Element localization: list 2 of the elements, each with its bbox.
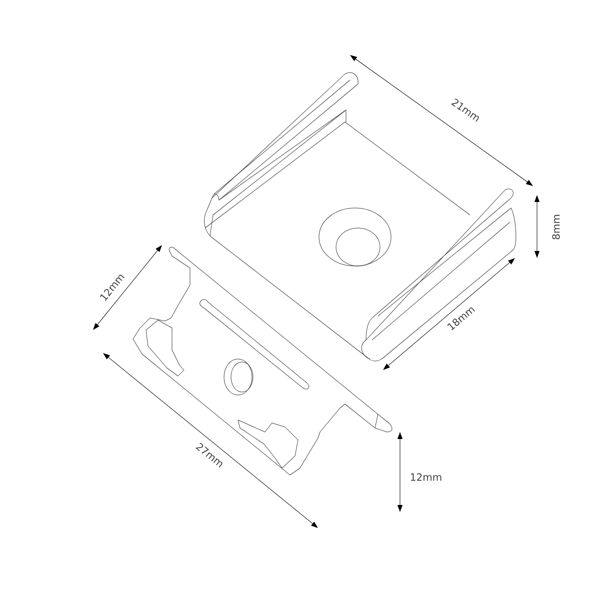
dimension-label: 8mm — [552, 214, 560, 240]
dimension-label: 12mm — [411, 473, 442, 481]
